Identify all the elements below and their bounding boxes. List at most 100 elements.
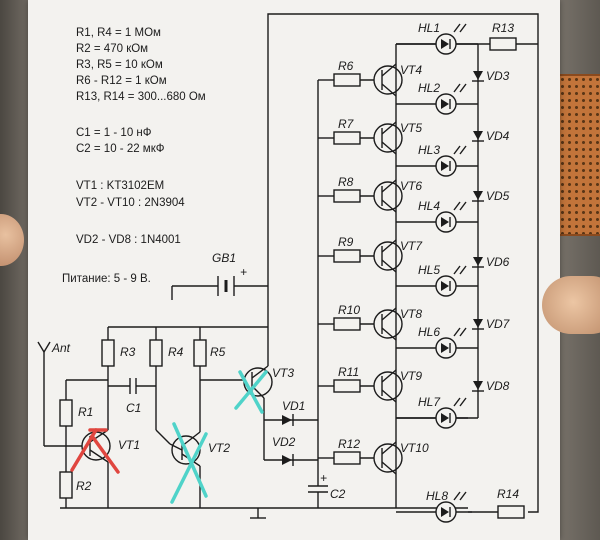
led-label: HL5: [418, 263, 440, 277]
led-label: HL3: [418, 143, 440, 157]
r5-label: R5: [210, 345, 226, 359]
led-ray: [459, 265, 467, 275]
resistor-label: R8: [338, 175, 354, 189]
led-triangle: [441, 281, 449, 291]
transistor: [373, 309, 403, 339]
led-ray: [459, 397, 467, 407]
spec-line: VT1 : KT3102EM: [76, 180, 164, 192]
resistor: [333, 379, 361, 393]
r14-label: R14: [497, 487, 519, 501]
led-triangle: [441, 39, 449, 49]
transistor-label: VT5: [400, 121, 422, 135]
led-ray: [453, 327, 461, 337]
spec-line: Питание: 5 - 9 В.: [62, 273, 151, 285]
led-label: HL8: [426, 489, 448, 503]
diode-label: VD7: [486, 317, 511, 331]
vt2-label: VT2: [208, 441, 230, 455]
transistor: [373, 65, 403, 95]
led-triangle: [441, 99, 449, 109]
led-triangle: [441, 217, 449, 227]
led-ray: [459, 201, 467, 211]
right-finger: [542, 276, 600, 334]
transistor-emitter: [381, 461, 397, 475]
transistor-collector: [381, 369, 397, 383]
led-label: HL6: [418, 325, 440, 339]
resistor-label: R7: [338, 117, 355, 131]
gb1-plus: +: [240, 265, 247, 279]
r3-label: R3: [120, 345, 136, 359]
transistor-label: VT6: [400, 179, 422, 193]
led-ray: [459, 145, 467, 155]
transistor: [373, 371, 403, 401]
vt3-label: VT3: [272, 366, 294, 380]
vd2-label: VD2: [272, 435, 296, 449]
led-ray: [459, 327, 467, 337]
led-ray: [453, 397, 461, 407]
diode: [473, 131, 483, 140]
diode: [473, 191, 483, 200]
resistor-label: R6: [338, 59, 354, 73]
led-ray: [453, 491, 461, 501]
transistor-collector: [381, 179, 397, 193]
hand-marks: [70, 370, 268, 504]
transistor-label: VT8: [400, 307, 422, 321]
diode: [473, 257, 483, 266]
battery-gb1: GB1 +: [171, 251, 268, 300]
spec-line: C2 = 10 - 22 мкФ: [76, 143, 165, 155]
transistor-label: VT4: [400, 63, 422, 77]
spec-line: VT2 - VT10 : 2N3904: [76, 197, 185, 209]
diode-label: VD8: [486, 379, 510, 393]
led-triangle: [441, 343, 449, 353]
r1-label: R1: [78, 405, 93, 419]
resistor-label: R11: [338, 365, 359, 379]
diode: [473, 71, 483, 80]
c1-label: C1: [126, 401, 141, 415]
transistor-collector: [381, 121, 397, 135]
diode: [473, 381, 483, 390]
input-stage: Ant R1 R2 R3 R4 R5 C1 VT1: [37, 327, 346, 508]
transistor: [373, 241, 403, 271]
spec-line: VD2 - VD8 : 1N4001: [76, 234, 181, 246]
led-ray: [453, 83, 461, 93]
diode-label: VD3: [486, 69, 510, 83]
schematic-sheet: [28, 0, 560, 540]
resistor-label: R12: [338, 437, 360, 451]
transistor-collector: [381, 63, 397, 77]
resistor: [333, 131, 361, 145]
spec-line: R1, R4 = 1 MОм: [76, 27, 161, 39]
r13-label: R13: [492, 21, 514, 35]
transistor: [373, 123, 403, 153]
diode-label: VD5: [486, 189, 510, 203]
led-ray: [453, 265, 461, 275]
diode: [473, 319, 483, 328]
transistor-emitter: [381, 83, 397, 97]
transistor-label: VT9: [400, 369, 422, 383]
resistor-label: R9: [338, 235, 354, 249]
vd1-label: VD1: [282, 399, 305, 413]
led-ray: [453, 145, 461, 155]
resistor: [333, 249, 361, 263]
resistor: [333, 317, 361, 331]
transistor-emitter: [381, 259, 397, 273]
spec-line: C1 = 1 - 10 нФ: [76, 127, 152, 139]
led-label: HL1: [418, 21, 440, 35]
led-ray: [459, 491, 467, 501]
led-ray: [459, 23, 467, 33]
diode-label: VD6: [486, 255, 510, 269]
transistor-emitter: [381, 141, 397, 155]
c2-plus: +: [320, 471, 327, 485]
transistor-collector: [381, 441, 397, 455]
led-triangle: [441, 161, 449, 171]
transistor: [373, 181, 403, 211]
spec-line: R2 = 470 кОм: [76, 43, 148, 55]
led-triangle: [441, 507, 449, 517]
spec-line: R3, R5 = 10 кОм: [76, 59, 163, 71]
antenna-label: Ant: [51, 341, 71, 355]
resistor: [333, 451, 361, 465]
led-label: HL2: [418, 81, 440, 95]
led-ray: [453, 201, 461, 211]
led-label: HL7: [418, 395, 441, 409]
spec-list: R1, R4 = 1 MОм R2 = 470 кОм R3, R5 = 10 …: [62, 27, 206, 285]
led-ray: [453, 23, 461, 33]
